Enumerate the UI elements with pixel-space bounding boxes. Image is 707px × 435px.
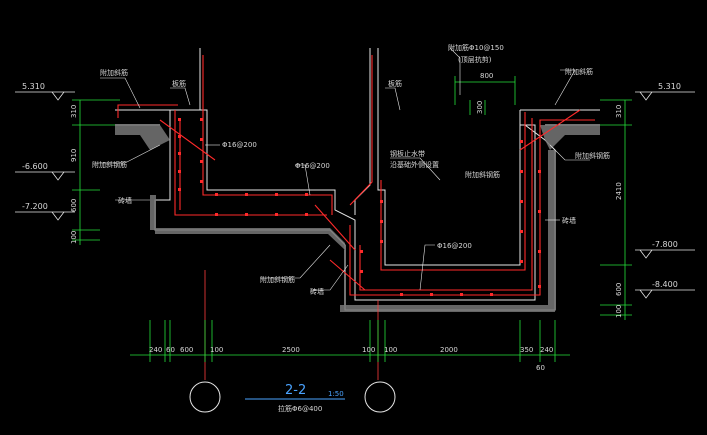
elevation-right-mid: -7.800 (652, 240, 678, 249)
dimension-lines (72, 76, 632, 362)
axis-bubble-right (364, 381, 396, 413)
label-top-rebar: 附加筋Φ10@150 (448, 43, 504, 52)
concrete-outline (115, 48, 600, 311)
right-dim-2: 2410 (615, 182, 623, 200)
bottom-dim-10: 240 (540, 346, 553, 354)
bottom-dim-3: 600 (180, 346, 193, 354)
elevation-left-low: -7.200 (22, 202, 48, 211)
bottom-dim-5: 2500 (282, 346, 300, 354)
label-lower-haunch: 附加斜钢筋 (260, 275, 295, 284)
small-dim-300: 300 (476, 101, 484, 114)
label-slab-bar-1: Φ16@200 (222, 141, 257, 149)
label-right-outer: 砖墙 (562, 216, 576, 225)
bottom-dim-4: 100 (210, 346, 223, 354)
axis-bubbles (189, 381, 396, 413)
label-left-outer: 砖墙 (118, 196, 132, 205)
label-slab-bar-3: Φ16@200 (437, 242, 472, 250)
drawing-title: 2-2 (285, 383, 306, 398)
label-right-top-corner: 附加斜筋 (565, 67, 593, 76)
break-lines (204, 270, 379, 380)
rebar-lines (117, 55, 595, 296)
label-waterstop: 钢板止水带 (390, 149, 425, 158)
label-left-wall-bar: 板筋 (172, 79, 186, 88)
bottom-dim-2: 60 (166, 346, 175, 354)
label-left-top-corner: 附加斜筋 (100, 68, 128, 77)
elevation-left-mid: -6.600 (22, 162, 48, 171)
elevation-right-top: 5.310 (658, 82, 681, 91)
right-dim-1: 310 (615, 105, 623, 118)
right-dim-3: 600 (615, 283, 623, 296)
label-right-haunch: 附加斜钢筋 (575, 151, 610, 160)
left-dim-1: 310 (70, 105, 78, 118)
bottom-dim-9: 350 (520, 346, 533, 354)
cushion-layer (115, 125, 600, 312)
left-dim-4: 100 (70, 231, 78, 244)
label-middle-right: 附加斜钢筋 (465, 170, 500, 179)
bottom-dim-8: 2000 (440, 346, 458, 354)
bottom-dim-6: 100 (362, 346, 375, 354)
label-waterstop-note: 沿基础外侧设置 (390, 160, 439, 169)
elevation-left-top: 5.310 (22, 82, 45, 91)
rebar-dots (178, 118, 541, 296)
label-lower-outer: 砖墙 (310, 287, 324, 296)
label-left-haunch: 附加斜钢筋 (92, 160, 127, 169)
left-dim-2: 910 (70, 149, 78, 162)
drawing-subtitle: 拉筋Φ6@400 (278, 404, 322, 413)
bottom-dim-1: 240 (149, 346, 162, 354)
bottom-dim-extra: 60 (536, 364, 545, 372)
label-right-wall-bar: 板筋 (388, 79, 402, 88)
bottom-dim-7: 100 (384, 346, 397, 354)
left-dim-3: 600 (70, 199, 78, 212)
right-dim-4: 100 (615, 305, 623, 318)
elevation-right-low: -8.400 (652, 280, 678, 289)
drawing-scale: 1:50 (328, 390, 344, 398)
elevation-markers (15, 91, 695, 299)
leader-lines (95, 47, 590, 291)
axis-bubble-left (189, 381, 221, 413)
top-dim-800: 800 (480, 72, 493, 80)
label-slab-bar-2: Φ16@200 (295, 162, 330, 170)
label-top-rebar-note: (顶层抗剪) (458, 55, 492, 64)
